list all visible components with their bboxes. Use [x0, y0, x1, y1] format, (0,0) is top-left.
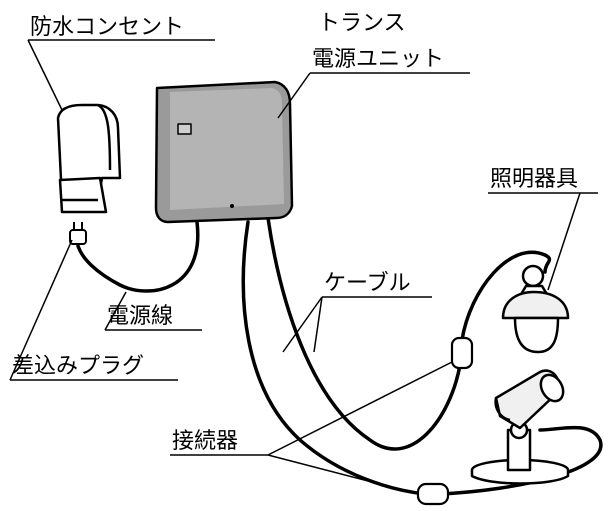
label-connector: 接続器 — [172, 429, 238, 454]
label-light-fixture: 照明器具 — [490, 167, 578, 192]
plug-icon — [69, 222, 87, 245]
label-power-cord: 電源線 — [107, 304, 173, 329]
connector-upper — [450, 336, 474, 370]
cable-to-spotlight — [438, 425, 603, 496]
cable-to-light-fixture — [460, 250, 552, 342]
cable-to-upper-connector — [266, 216, 462, 451]
connector-lower — [416, 482, 450, 506]
labels: 防水コンセント トランス 電源ユニット 照明器具 ケーブル 電源線 差込みプラグ… — [12, 11, 578, 454]
label-outlet: 防水コンセント — [30, 15, 184, 40]
leader-lines — [9, 39, 598, 495]
transformer-unit — [154, 80, 294, 224]
label-transformer-line1: トランス — [318, 11, 406, 36]
light-fixture — [501, 264, 570, 354]
spotlight-fixture — [470, 369, 570, 485]
waterproof-outlet — [56, 103, 122, 214]
label-plug: 差込みプラグ — [12, 354, 144, 379]
power-cord — [76, 220, 200, 293]
label-cable: ケーブル — [324, 271, 411, 296]
label-transformer-line2: 電源ユニット — [312, 47, 444, 72]
